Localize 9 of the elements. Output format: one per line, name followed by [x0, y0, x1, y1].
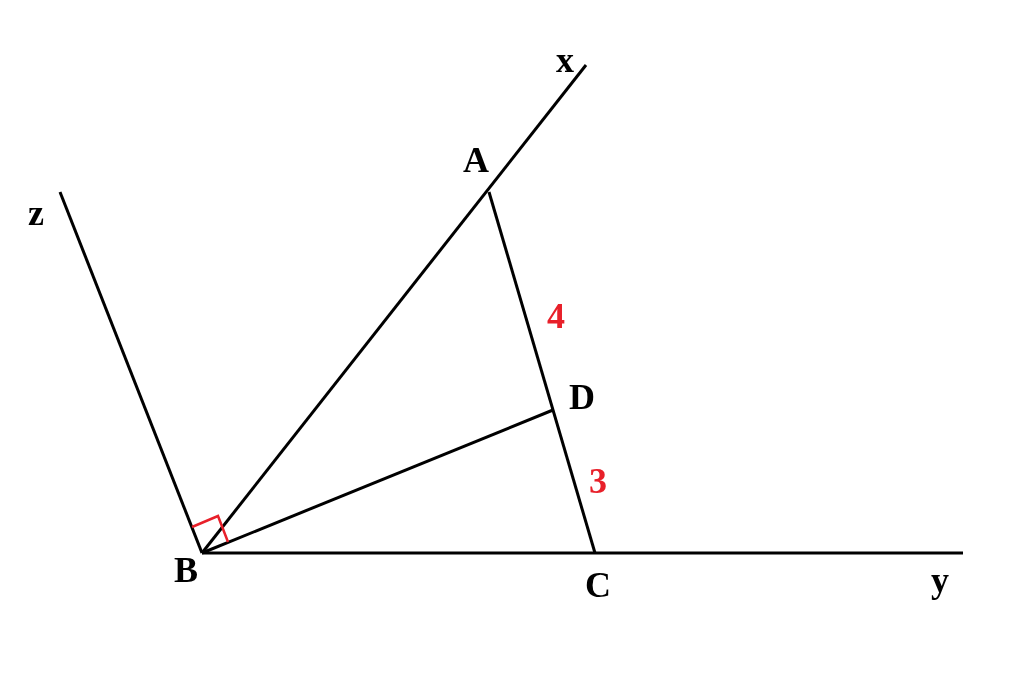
- ray-label: x: [556, 42, 574, 78]
- length-label: 4: [547, 298, 565, 334]
- length-label: 3: [589, 463, 607, 499]
- point-label: D: [569, 379, 595, 415]
- point-label: B: [174, 552, 198, 588]
- point-label: A: [463, 142, 489, 178]
- ray-label: z: [28, 195, 44, 231]
- ray-label: y: [931, 562, 949, 598]
- point-label: C: [585, 567, 611, 603]
